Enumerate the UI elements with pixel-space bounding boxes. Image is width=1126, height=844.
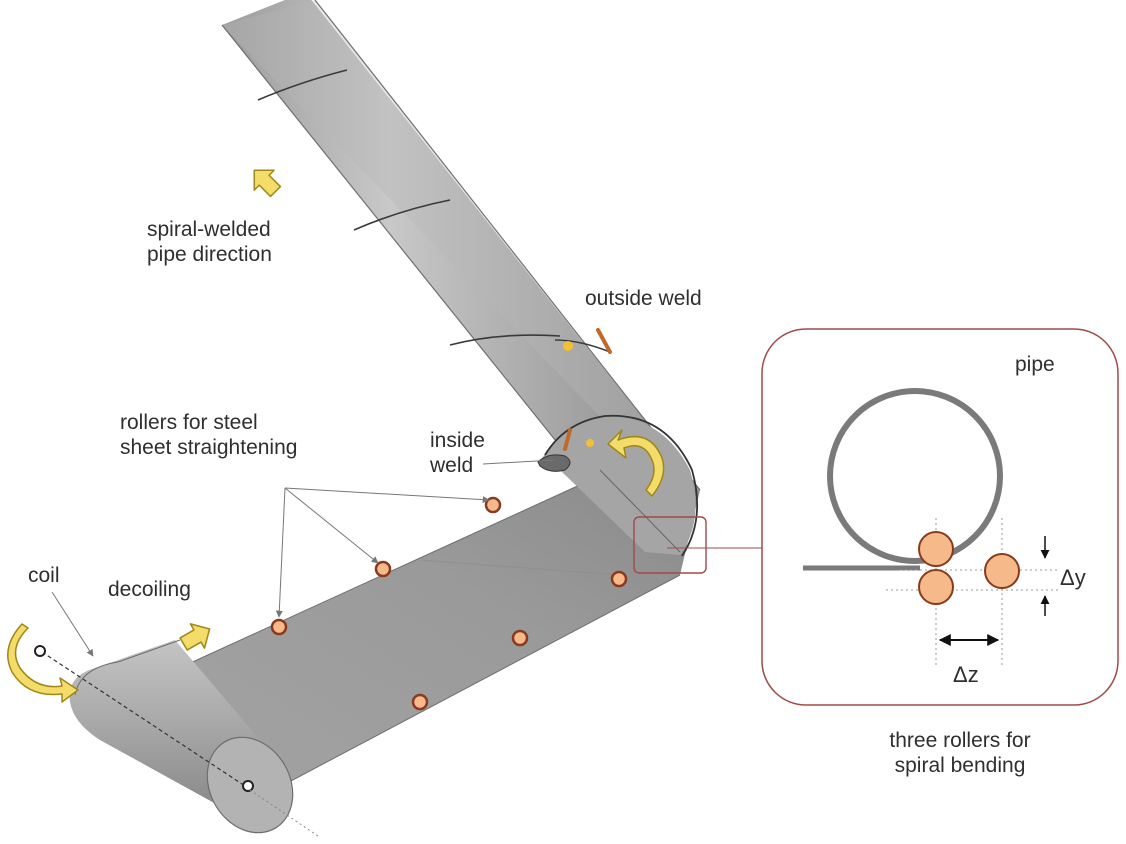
pipe-label: pipe	[1015, 353, 1055, 376]
coil	[34, 639, 319, 837]
spiral-welded-pipe	[221, 0, 701, 553]
roller-3	[270, 618, 288, 636]
decoiling-arrow-icon	[179, 623, 211, 651]
roller-4	[610, 570, 628, 588]
coil-label: coil	[28, 564, 60, 587]
outside-weld-label: outside weld	[585, 287, 702, 310]
pipe-direction-arrow-icon	[253, 169, 282, 198]
leader-lines	[51, 459, 762, 657]
upper-bending-roller	[918, 531, 954, 567]
delta-y-label: Δy	[1060, 565, 1086, 590]
roller-6	[411, 693, 429, 711]
outside-weld-marker	[563, 328, 612, 354]
rollers-straightening-label: rollers for steel sheet straightening	[120, 411, 298, 459]
pipe-ring	[827, 388, 1003, 564]
side-bending-roller	[984, 553, 1020, 589]
forming-rotation-arrow-icon	[607, 429, 665, 497]
coil-rotation-arrow-icon	[7, 623, 79, 703]
roller-5	[511, 629, 529, 647]
pipe-direction-label: spiral-welded pipe direction	[147, 218, 272, 266]
decoiling-label: decoiling	[108, 578, 191, 601]
zoom-region-box	[633, 516, 707, 574]
roller-2	[374, 560, 392, 578]
inset-panel	[761, 328, 1119, 706]
straightening-rollers	[270, 496, 628, 711]
inside-weld-label: inside weld	[430, 429, 485, 477]
three-rollers-label: three rollers for spiral bending	[889, 729, 1031, 777]
delta-z-label: Δz	[953, 662, 979, 687]
lower-bending-roller	[918, 569, 954, 605]
